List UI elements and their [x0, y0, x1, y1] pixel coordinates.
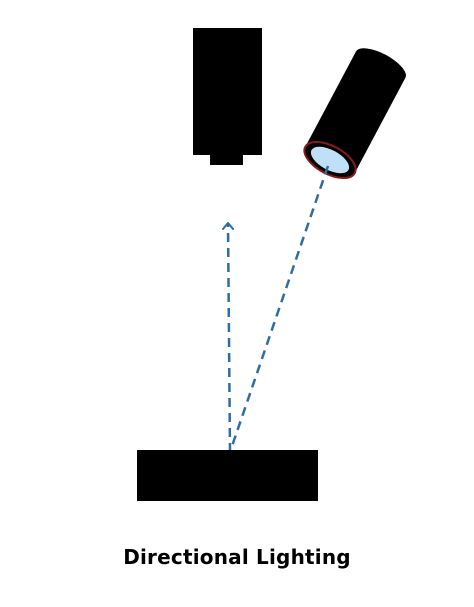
light-housing-top — [355, 48, 406, 81]
directional-light-icon — [303, 48, 406, 180]
diagram-caption: Directional Lighting — [123, 545, 351, 569]
reflected-light-ray — [222, 222, 235, 453]
camera-icon — [193, 28, 262, 165]
sample-object — [137, 450, 318, 501]
camera-body — [193, 28, 262, 155]
incident-light-ray — [228, 165, 330, 453]
light-lens — [310, 146, 350, 174]
light-housing — [305, 51, 406, 174]
camera-lens-mount — [210, 153, 243, 165]
